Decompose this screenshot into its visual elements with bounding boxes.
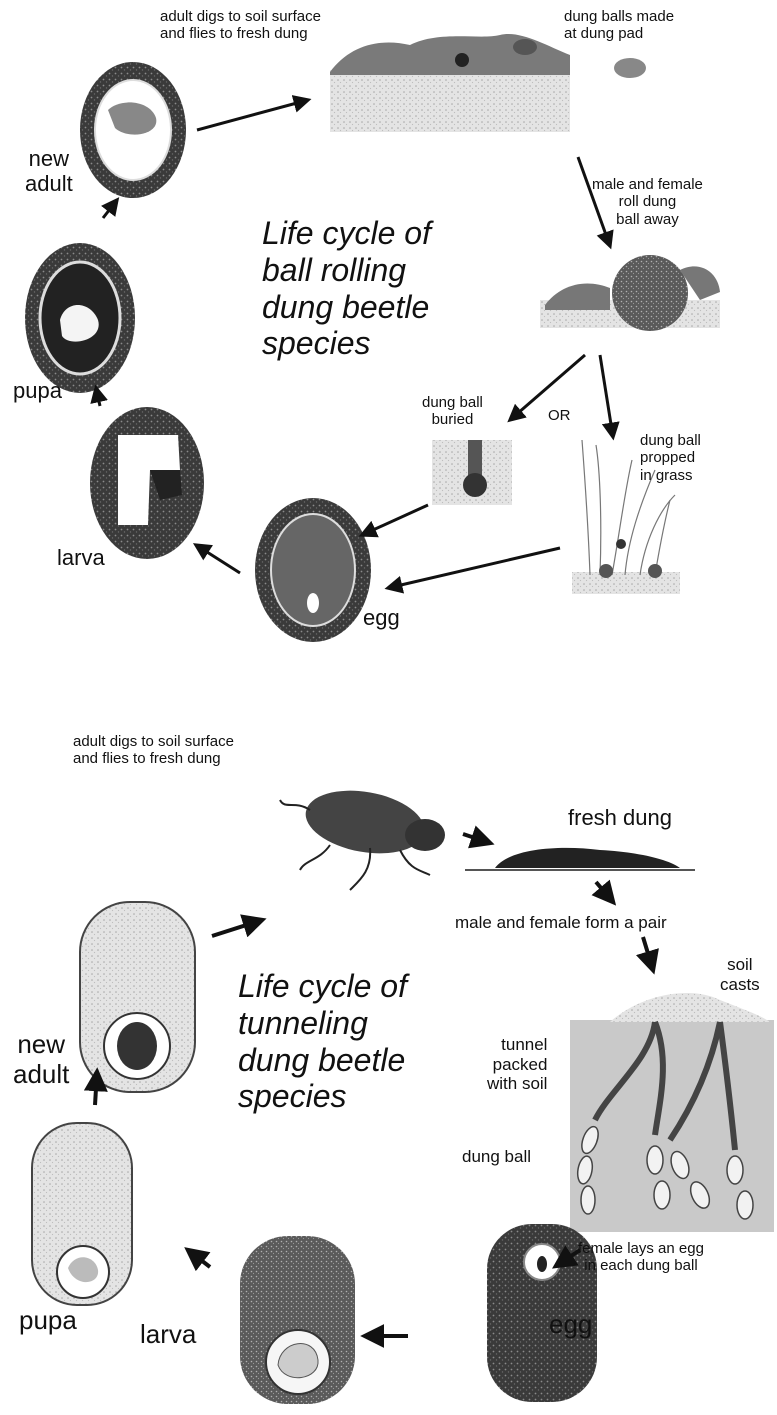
bottom-label-dung-ball: dung ball [462, 1147, 531, 1167]
bottom-title: Life cycle of tunneling dung beetle spec… [238, 968, 407, 1115]
bottom-label-egg: egg [549, 1310, 592, 1340]
bottom-label-new-adult: new adult [13, 1030, 69, 1090]
bottom-label-pupa: pupa [19, 1306, 77, 1336]
bottom-new-adult-cell [80, 902, 195, 1092]
top-label-egg: egg [363, 605, 400, 630]
top-label-new-adult: new adult [25, 146, 73, 197]
top-buried-ball-illustration [432, 440, 512, 505]
bottom-label-adult-digs: adult digs to soil surface and flies to … [73, 733, 234, 768]
bottom-pupa-cell [32, 1123, 132, 1305]
top-egg-cell [255, 498, 371, 642]
bottom-fresh-dung-illustration [465, 848, 695, 870]
top-larva-cell [90, 407, 204, 559]
bottom-larva-cell [240, 1236, 355, 1404]
top-label-adult-digs: adult digs to soil surface and flies to … [160, 8, 321, 43]
top-label-buried: dung ball buried [422, 394, 483, 429]
top-dung-pad-illustration [330, 34, 646, 132]
top-label-dung-balls-made: dung balls made at dung pad [564, 8, 674, 43]
top-label-pupa: pupa [13, 378, 62, 403]
top-title: Life cycle of ball rolling dung beetle s… [262, 215, 431, 362]
bottom-tunnel-illustration [570, 993, 774, 1232]
bottom-label-larva: larva [140, 1320, 196, 1350]
bottom-label-tunnel: tunnel packed with soil [487, 1035, 547, 1094]
bottom-label-form-pair: male and female form a pair [455, 913, 667, 933]
top-label-or: OR [548, 407, 571, 424]
bottom-label-soil-casts: soil casts [720, 955, 760, 994]
top-new-adult-cell [80, 62, 186, 198]
top-label-roll-away: male and female roll dung ball away [592, 176, 703, 228]
bottom-beetle-illustration [280, 782, 445, 890]
top-label-larva: larva [57, 545, 105, 570]
top-pupa-cell [25, 243, 135, 393]
bottom-label-lays-egg: female lays an egg in each dung ball [578, 1240, 704, 1275]
top-label-propped: dung ball propped in grass [640, 432, 701, 484]
bottom-label-fresh-dung: fresh dung [568, 805, 672, 830]
top-roll-ball-illustration [540, 255, 720, 331]
